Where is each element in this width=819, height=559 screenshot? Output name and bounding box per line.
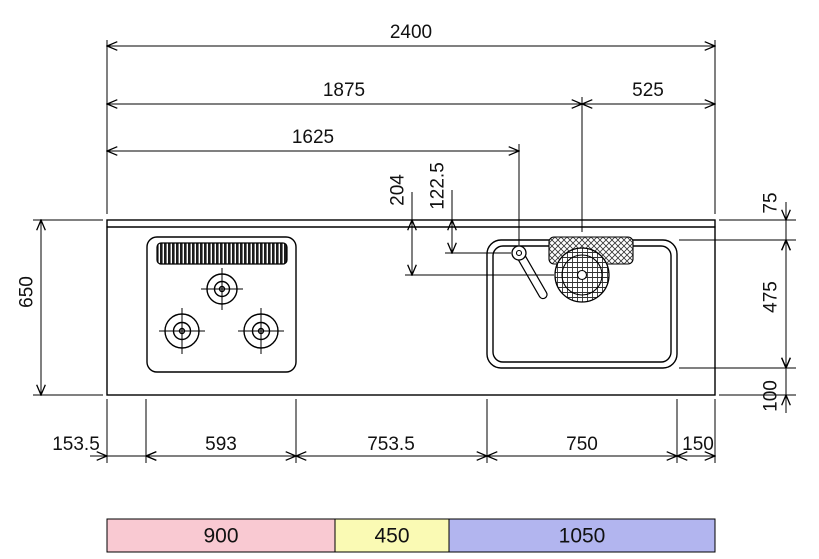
faucet: [511, 245, 548, 300]
burner-bottom-right: [238, 308, 284, 354]
dim-label-100: 100: [761, 380, 782, 412]
dim-label-153-5: 153.5: [52, 434, 100, 455]
legend-label-1050: 1050: [559, 525, 606, 548]
dim-label-750: 750: [566, 434, 598, 455]
cooktop-grill: [156, 242, 288, 265]
strainer: [554, 247, 610, 303]
dim-label-1875: 1875: [323, 80, 365, 101]
faucet-base: [511, 245, 527, 261]
legend-label-900: 900: [203, 525, 238, 548]
dim-label-753-5: 753.5: [367, 434, 415, 455]
dim-label-650: 650: [17, 276, 38, 308]
faucet-center: [515, 249, 523, 257]
dim-label-75: 75: [761, 192, 782, 213]
legend-segment-900: [106, 518, 336, 553]
dim-label-525: 525: [632, 80, 664, 101]
cooktop-body: [146, 236, 297, 373]
burner-top-center: [201, 268, 243, 310]
dim-label-475: 475: [761, 281, 782, 313]
dimension-lines: [41, 46, 786, 456]
dim-label-150: 150: [682, 434, 714, 455]
legend-segment-1050: [448, 518, 716, 553]
burner-bottom-left: [159, 308, 205, 354]
cooktop: [146, 236, 297, 373]
dim-label-overall-width: 2400: [390, 22, 432, 43]
sink: [486, 236, 678, 369]
dim-label-1625: 1625: [292, 127, 334, 148]
dim-label-204: 204: [388, 174, 409, 206]
dimension-labels: 2400 1875 525 1625 204 122.5 650 75 475 …: [17, 22, 782, 455]
legend-label-450: 450: [374, 525, 409, 548]
dim-label-122-5: 122.5: [428, 162, 449, 210]
extension-lines: [33, 40, 796, 463]
dim-label-593: 593: [205, 434, 237, 455]
module-legend: 900 450 1050: [106, 518, 716, 553]
